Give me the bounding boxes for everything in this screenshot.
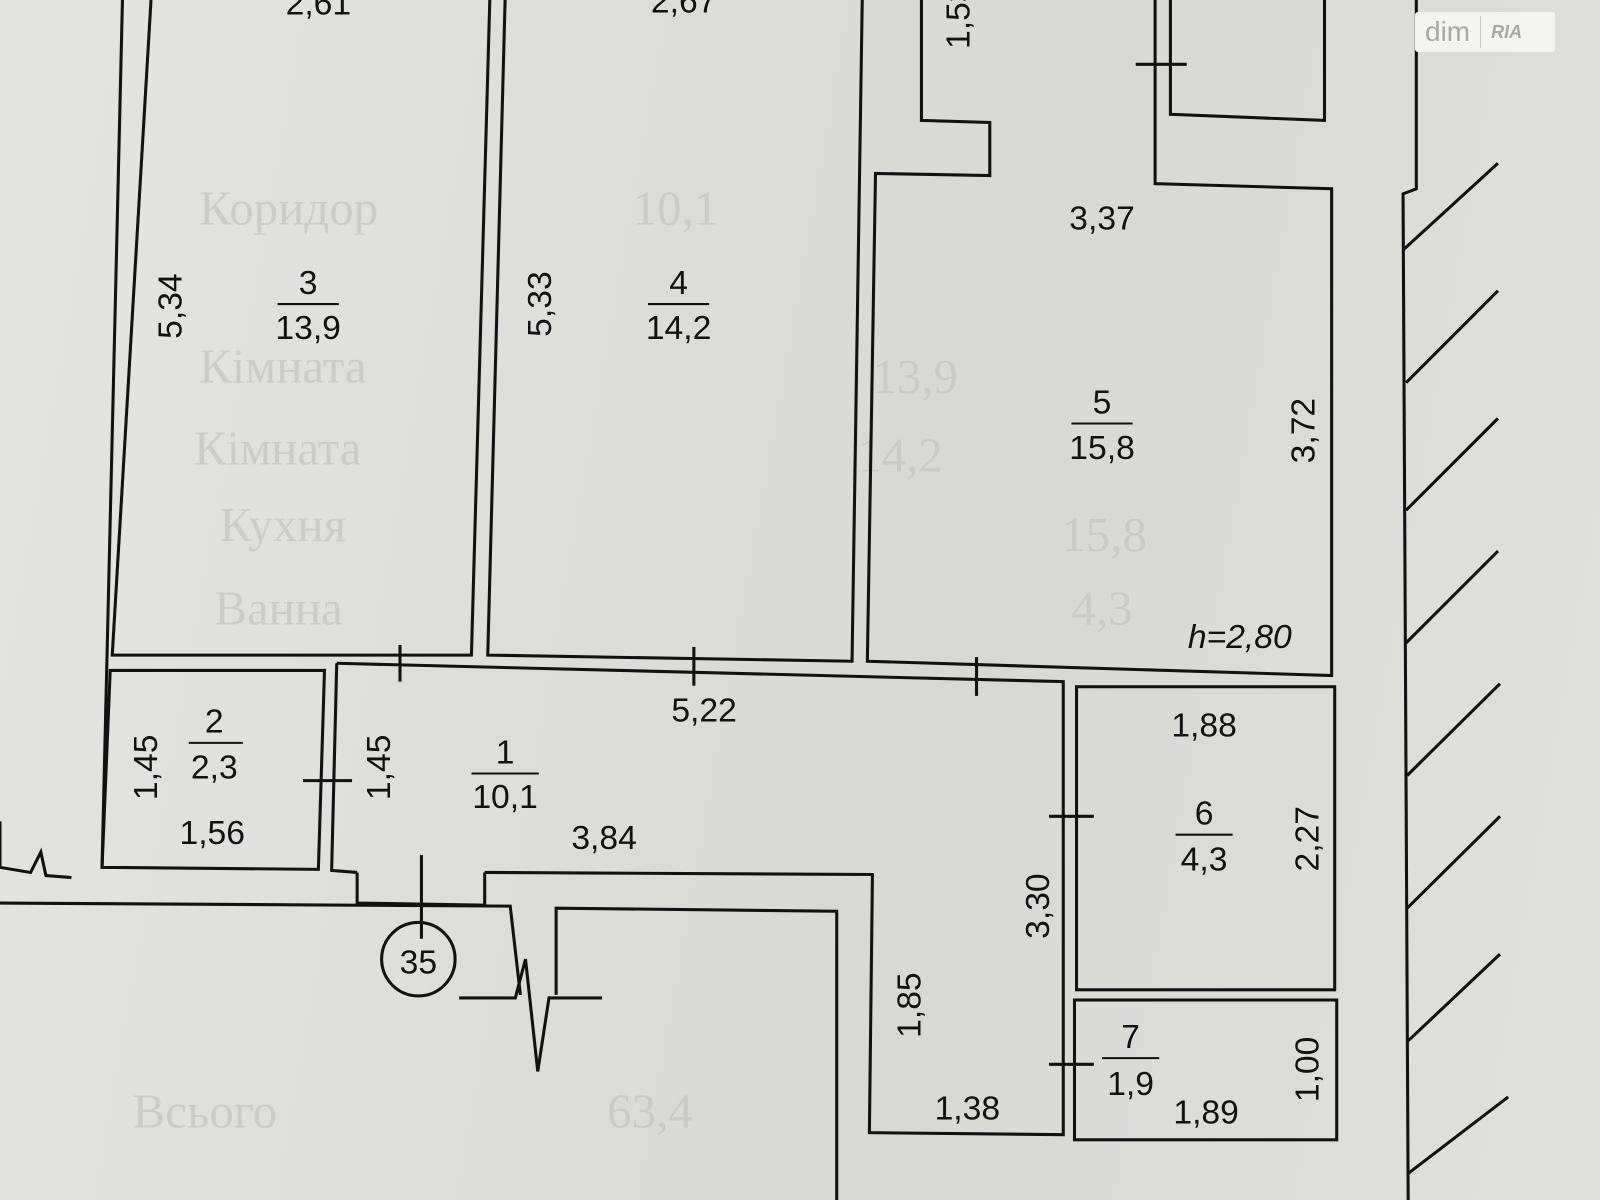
label-text: 1,88: [1171, 708, 1237, 745]
room-2-label: 22,3: [188, 704, 243, 787]
label-text: 13,9: [275, 310, 341, 347]
label-text: 1,00: [1289, 1037, 1326, 1103]
ghost-text: 13,9: [872, 349, 958, 404]
logo-text-ria: RIA: [1491, 21, 1523, 42]
label-text: 6: [1195, 795, 1214, 832]
label-text: 1,9: [1107, 1066, 1154, 1103]
ghost-text: Коридор: [199, 180, 378, 235]
ghost-text: 63,4: [607, 1084, 693, 1139]
label-text: 1,89: [1173, 1094, 1239, 1131]
logo-text-dim: dim: [1415, 16, 1482, 48]
label-text: 7: [1121, 1019, 1140, 1056]
label-text: 3,84: [571, 820, 637, 857]
label-text: 5,34: [153, 273, 190, 339]
apartment-number-marker: 35: [380, 920, 457, 998]
room-3-label: 313,9: [275, 265, 341, 347]
room-7-label: 71,9: [1102, 1019, 1160, 1103]
dimension-labels: 2,61 2,67 1,53 3,37 5,34 5,33 3,72 h=2,8…: [128, 0, 1326, 1131]
label-text: 10,1: [472, 779, 538, 816]
label-text: 1,45: [128, 735, 165, 801]
walls: [0, 0, 1510, 1200]
ghost-text: 4,3: [1071, 580, 1132, 635]
ghost-text: 15,8: [1061, 507, 1147, 562]
label-text: 14,2: [646, 310, 712, 347]
label-text: 2,61: [286, 0, 352, 22]
exterior-hatching: [1402, 162, 1510, 1175]
label-text: 1,85: [891, 972, 928, 1038]
room-5-label: 515,8: [1069, 384, 1135, 467]
label-text: 1,45: [361, 735, 398, 801]
label-text: 15,8: [1069, 430, 1135, 467]
label-text: 4: [669, 265, 688, 302]
label-text: 2: [205, 704, 224, 741]
ghost-text: Кухня: [219, 497, 346, 552]
ghost-text: Всього: [133, 1084, 278, 1139]
label-text: 5: [1093, 384, 1112, 421]
ghost-text: Кімната: [199, 339, 367, 394]
ghost-table-bleedthrough: Коридор 10,1 Кімната 13,9 Кімната 14,2 К…: [133, 180, 1147, 1138]
label-text: h=2,80: [1188, 619, 1292, 656]
label-text: 5,22: [671, 692, 737, 729]
label-text: 1,53: [940, 0, 977, 49]
label-text: 35: [400, 944, 437, 981]
label-text: 2,27: [1289, 806, 1326, 872]
label-text: 3: [299, 265, 318, 302]
ghost-text: Ванна: [214, 580, 343, 635]
dimria-watermark-logo: dim RIA: [1415, 12, 1555, 52]
room-1-label: 110,1: [471, 734, 539, 816]
label-text: 1,38: [935, 1090, 1001, 1127]
ghost-text: 10,1: [633, 180, 719, 235]
room-labels: 313,9 414,2 515,8 22,3 110,1 64,3 71,9: [188, 265, 1233, 1103]
label-text: 2,67: [651, 0, 717, 20]
label-text: 2,3: [191, 750, 238, 787]
label-text: 3,30: [1020, 873, 1057, 939]
label-text: 4,3: [1181, 841, 1228, 878]
ghost-text: Кімната: [194, 420, 362, 475]
label-text: 3,37: [1069, 201, 1135, 238]
room-6-label: 64,3: [1175, 795, 1233, 878]
label-text: 1: [496, 734, 515, 771]
label-text: 3,72: [1285, 398, 1322, 464]
label-text: 1,56: [179, 815, 245, 852]
door-marks: [303, 62, 1187, 1066]
room-4-label: 414,2: [646, 265, 712, 347]
label-text: 5,33: [522, 271, 559, 337]
